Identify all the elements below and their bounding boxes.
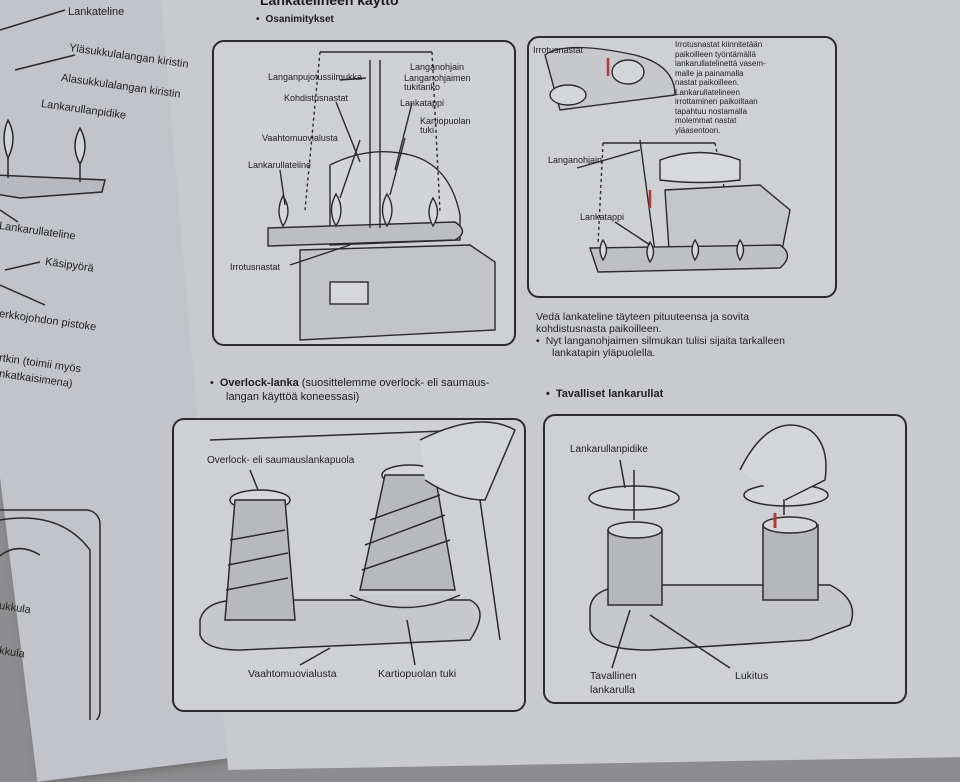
label-lankatappi-2: Lankatappi xyxy=(580,212,625,222)
panel-spools xyxy=(543,414,907,704)
label-lankatappi: Lankatappi xyxy=(400,98,445,108)
overlock-desc-2: langan käyttöä koneessasi) xyxy=(226,391,360,403)
label-irrotusnastat: Irrotusnastat xyxy=(230,262,281,272)
label-vaahtomuovialusta: Vaahtomuovialusta xyxy=(262,133,338,143)
overlock-title: Overlock-lanka xyxy=(219,377,299,389)
section-title: Lankatelineen käyttö xyxy=(260,0,399,8)
label-spool-2: lankarulla xyxy=(590,684,635,696)
left-illustration xyxy=(0,9,106,720)
spools-title: Tavalliset lankarullat xyxy=(546,388,663,400)
label-langanohjain: Langanohjain xyxy=(410,62,465,72)
overlock-heading: Overlock-lanka (suosittelemme overlock- … xyxy=(210,377,489,389)
label-irrotusnastat-2: Irrotusnastat xyxy=(533,45,584,55)
label-langanohjain-2: Langanohjain xyxy=(548,155,603,165)
label-kartiopuolan-tuki: Kartiopuolan tuki xyxy=(420,116,471,135)
instruction-line-1: Vedä lankateline täyteen pituuteensa ja … xyxy=(536,311,750,323)
label-spool-1: Tavallinen xyxy=(590,670,637,682)
stand-note: Irrotusnastat kiinnitetään paikoilleen t… xyxy=(675,40,766,135)
label-overlock-spool: Overlock- eli saumauslankapuola xyxy=(207,455,355,466)
label-tukitanko: Langanohjaimen tukitanko xyxy=(404,73,471,92)
label-pujotussilmukka: Langanpujotussilmukka xyxy=(268,72,363,82)
left-label-lankateline: Lankateline xyxy=(68,6,125,18)
label-lankarullateline: Lankarullateline xyxy=(248,160,312,170)
instruction-line-2: kohdistusnasta paikoilleen. xyxy=(536,323,662,335)
instruction-bullet-2: lankatapin yläpuolella. xyxy=(552,347,656,359)
overlock-desc-1: (suosittelemme overlock- eli saumaus- xyxy=(301,377,490,389)
label-cone-holder: Kartiopuolan tuki xyxy=(378,668,457,680)
section-subtitle: Osanimitykset xyxy=(256,14,334,25)
instruction-bullet-1: Nyt langanohjaimen silmukan tulisi sijai… xyxy=(536,335,785,347)
label-lock: Lukitus xyxy=(735,670,769,682)
label-spool-holder: Lankarullanpidike xyxy=(570,444,648,455)
label-kohdistusnastat: Kohdistusnastat xyxy=(284,93,349,103)
label-foam-pad: Vaahtomuovialusta xyxy=(248,668,337,680)
